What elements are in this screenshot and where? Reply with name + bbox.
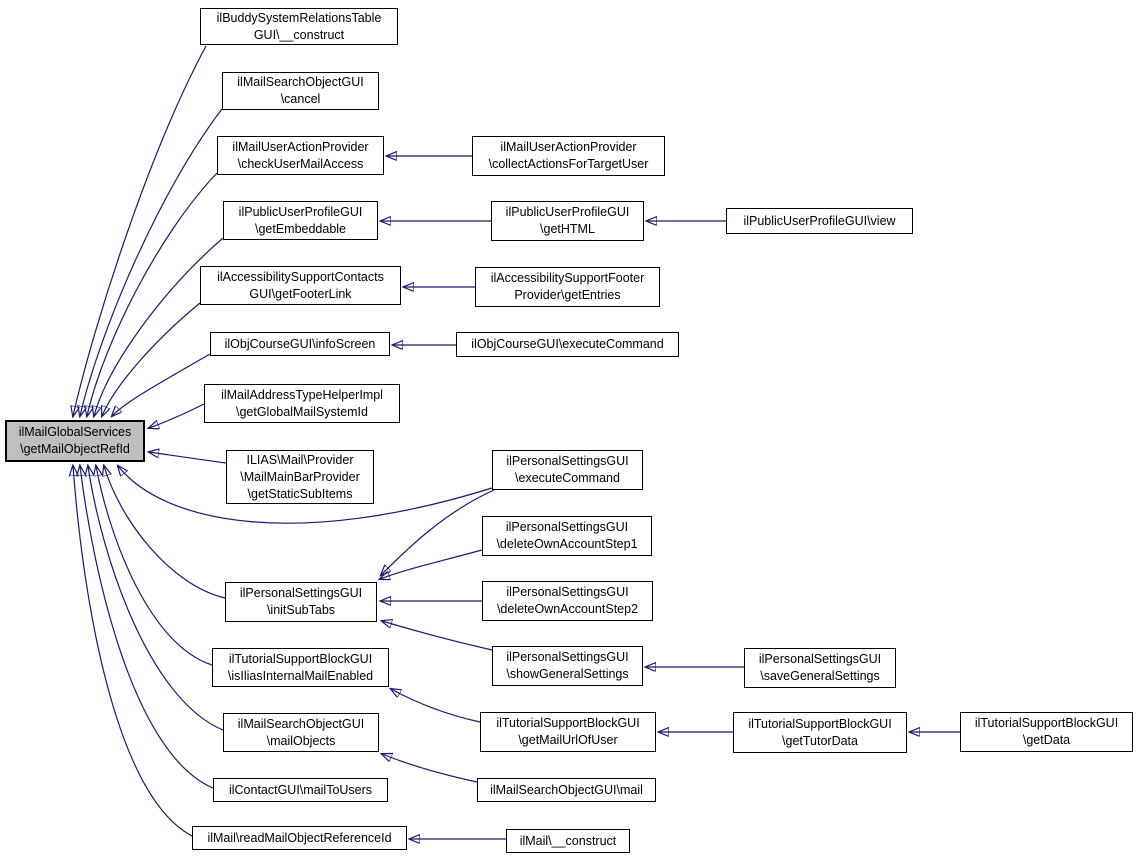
node-ilpublicuserprofilegui-getembeddable[interactable]: ilPublicUserProfileGUI \getEmbeddable — [223, 201, 378, 240]
node-ilmailuseractionprovider-checkusermailaccess[interactable]: ilMailUserActionProvider \checkUserMailA… — [217, 136, 384, 175]
node-ilmailuseractionprovider-collectactionsfortargetuser[interactable]: ilMailUserActionProvider \collectActions… — [472, 136, 665, 176]
edge-personal-executecommand-to-initsubtabs — [381, 489, 495, 575]
node-ilmailsearchobjectgui-mail[interactable]: ilMailSearchObjectGUI\mail — [477, 778, 656, 802]
node-ilaccessibilitysupportfooterprovider-getentries[interactable]: ilAccessibilitySupportFooter Provider\ge… — [475, 267, 660, 307]
edge-readmailobjectreferenceid-to-center — [73, 466, 193, 837]
edge-buddy-construct-to-center — [73, 45, 207, 416]
node-ilmailaddresstypehelperimpl-getglobalmailsystemid[interactable]: ilMailAddressTypeHelperImpl \getGlobalMa… — [204, 384, 400, 423]
edge-mailobjects-to-center — [88, 466, 224, 731]
node-ilmail-construct[interactable]: ilMail\__construct — [506, 829, 630, 853]
node-ilpublicuserprofilegui-gethtml[interactable]: ilPublicUserProfileGUI \getHTML — [491, 201, 644, 241]
node-ilbuddysystemrelationstablegui-construct[interactable]: ilBuddySystemRelationsTable GUI\__constr… — [200, 8, 398, 45]
node-iltutorialsupportblockgui-gettutordata[interactable]: ilTutorialSupportBlockGUI \getTutorData — [733, 712, 907, 753]
node-ilmailsearchobjectgui-mailobjects[interactable]: ilMailSearchObjectGUI \mailObjects — [223, 713, 379, 752]
edge-showgeneralsettings-to-initsubtabs — [382, 621, 493, 651]
edge-isiliasinternalmailenabled-to-center — [96, 466, 213, 666]
edge-getmailurlofuser-to-isiliasinternalmailenabled — [391, 689, 481, 723]
node-iltutorialsupportblockgui-getmailurlofuser[interactable]: ilTutorialSupportBlockGUI \getMailUrlOfU… — [480, 712, 656, 752]
edge-getstaticsubitems-to-center — [149, 452, 227, 464]
node-ilmail-readmailobjectreferenceid[interactable]: ilMail\readMailObjectReferenceId — [192, 826, 407, 850]
node-iltutorialsupportblockgui-getdata[interactable]: ilTutorialSupportBlockGUI \getData — [960, 712, 1133, 752]
node-ilpersonalsettingsgui-initsubtabs[interactable]: ilPersonalSettingsGUI \initSubTabs — [225, 582, 377, 622]
node-ilobjcoursegui-executecommand[interactable]: ilObjCourseGUI\executeCommand — [456, 332, 679, 357]
node-ilpersonalsettingsgui-showgeneralsettings[interactable]: ilPersonalSettingsGUI \showGeneralSettin… — [492, 646, 643, 686]
node-ilmailsearchobjectgui-cancel[interactable]: ilMailSearchObjectGUI \cancel — [222, 72, 379, 110]
node-iltutorialsupportblockgui-isiliasinternalmailenabled[interactable]: ilTutorialSupportBlockGUI \isIliasIntern… — [212, 648, 389, 687]
edge-getembeddable-to-center — [94, 237, 224, 416]
edge-cancel-to-center — [80, 108, 223, 416]
edge-mailtousers-to-center — [80, 466, 214, 789]
edge-personal-executecommand-to-center — [118, 466, 493, 524]
node-ilmailglobalservices-getmailobjectrefid: ilMailGlobalServices \getMailObjectRefId — [5, 420, 145, 462]
node-ilaccessibilitysupportcontactsgui-getfooterlink[interactable]: ilAccessibilitySupportContacts GUI\getFo… — [200, 266, 401, 305]
node-ilpersonalsettingsgui-deleteownaccountstep1[interactable]: ilPersonalSettingsGUI \deleteOwnAccountS… — [482, 516, 652, 556]
node-ilpersonalsettingsgui-executecommand[interactable]: ilPersonalSettingsGUI \executeCommand — [492, 450, 643, 490]
edge-initsubtabs-to-center — [104, 466, 226, 599]
edge-checkusermailaccess-to-center — [87, 172, 218, 416]
node-ilcontactgui-mailtousers[interactable]: ilContactGUI\mailToUsers — [213, 778, 388, 802]
edge-getfooterlink-to-center — [102, 302, 201, 416]
node-ilias-mail-provider-getstaticsubitems[interactable]: ILIAS\Mail\Provider \MailMainBarProvider… — [226, 450, 374, 504]
node-ilpublicuserprofilegui-view[interactable]: ilPublicUserProfileGUI\view — [726, 208, 913, 234]
edge-mailsearch-mail-to-mailobjects — [382, 754, 478, 783]
edge-deleteownaccountstep1-to-initsubtabs — [380, 549, 483, 579]
node-ilpersonalsettingsgui-savegeneralsettings[interactable]: ilPersonalSettingsGUI \saveGeneralSettin… — [744, 648, 896, 688]
node-ilobjcoursegui-infoscreen[interactable]: ilObjCourseGUI\infoScreen — [210, 332, 390, 356]
node-ilpersonalsettingsgui-deleteownaccountstep2[interactable]: ilPersonalSettingsGUI \deleteOwnAccountS… — [482, 581, 653, 621]
edge-infoscreen-to-center — [112, 353, 211, 416]
edge-getglobalmailsystemid-to-center — [149, 403, 205, 428]
